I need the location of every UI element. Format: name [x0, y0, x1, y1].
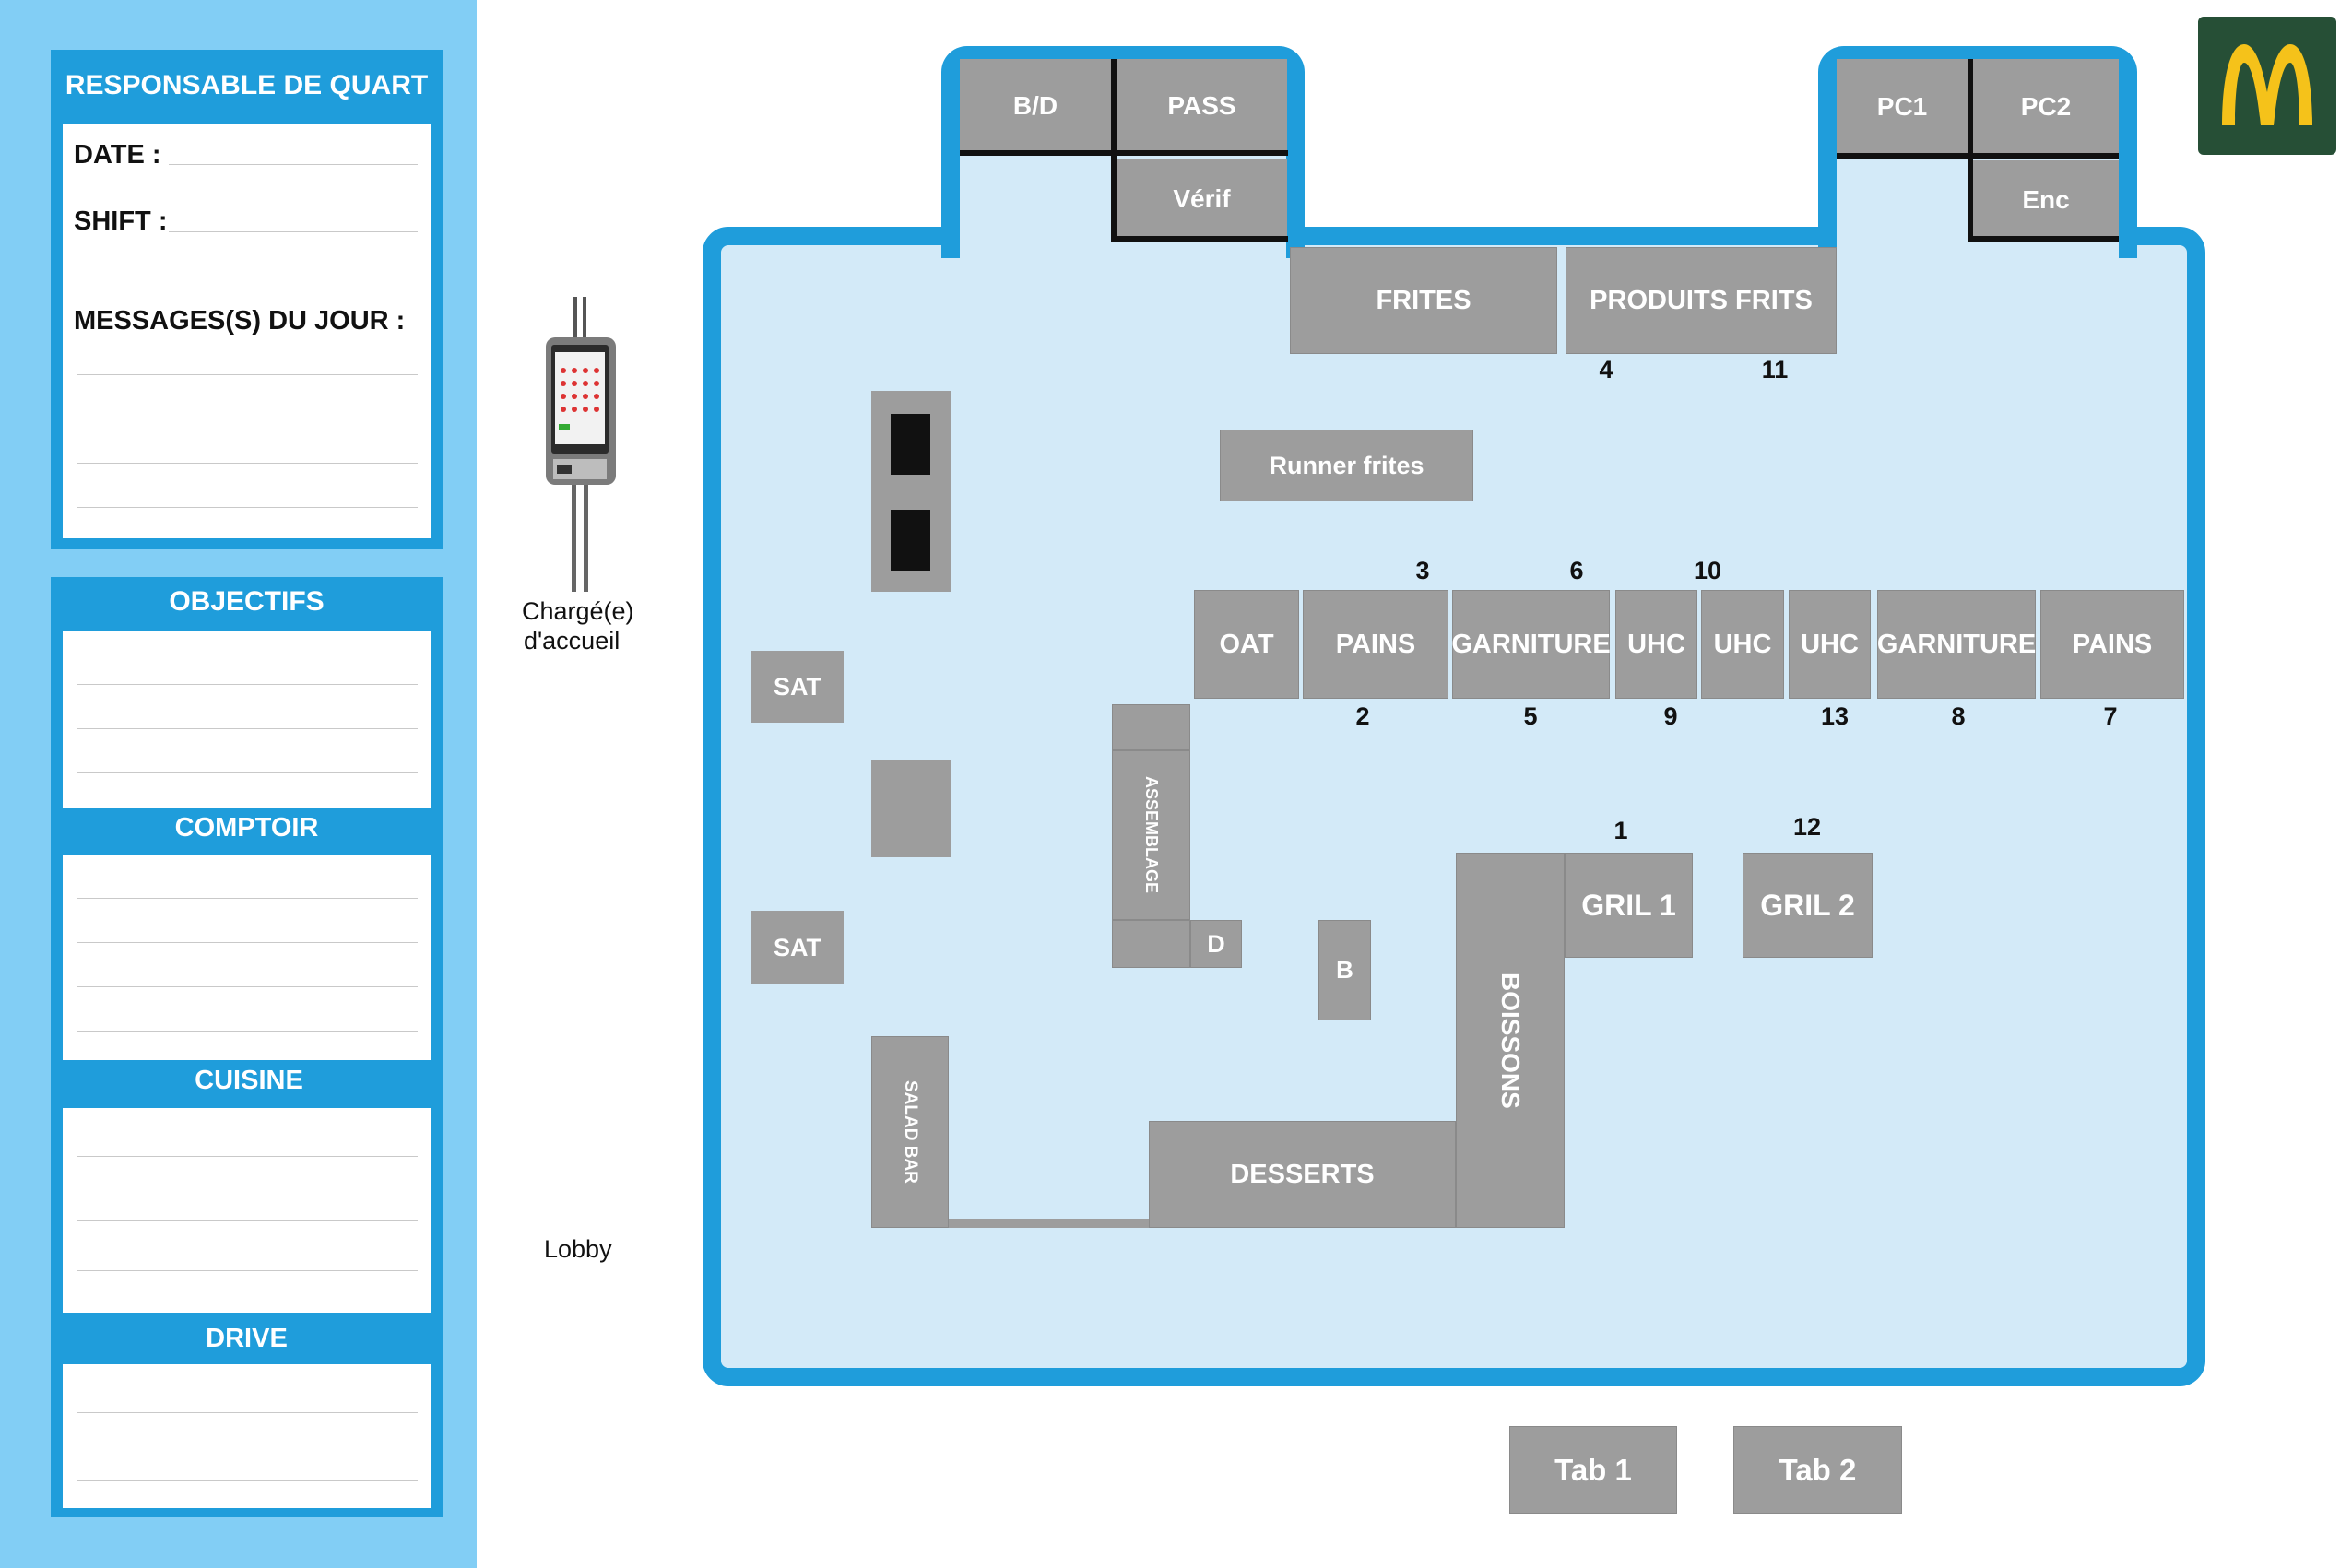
objectifs-title: OBJECTIFS — [169, 586, 325, 617]
messages-label: MESSAGES(S) DU JOUR : — [74, 306, 406, 336]
comptoir-title: COMPTOIR — [174, 813, 319, 843]
station-verif[interactable]: Vérif — [1117, 159, 1287, 240]
shift-label: SHIFT : — [74, 206, 168, 236]
tab-1-button[interactable]: Tab 1 — [1509, 1426, 1677, 1514]
position-2: 2 — [1355, 702, 1370, 730]
station-pass[interactable]: PASS — [1117, 59, 1287, 153]
kiosk-caption-line2: d'accueil — [524, 627, 621, 654]
responsable-title: RESPONSABLE DE QUART — [65, 70, 429, 100]
station-salad-bar[interactable]: SALAD BAR — [871, 1036, 949, 1228]
position-1: 1 — [1613, 817, 1628, 844]
golden-arches-icon — [2198, 17, 2336, 155]
cuisine-line[interactable] — [77, 1156, 418, 1157]
divider — [1968, 236, 2119, 242]
cuisine-body — [63, 1108, 431, 1313]
position-3: 3 — [1415, 557, 1430, 584]
tab-2-button[interactable]: Tab 2 — [1733, 1426, 1902, 1514]
responsable-panel: RESPONSABLE DE QUART DATE : SHIFT : MESS… — [51, 50, 443, 549]
position-7: 7 — [2103, 702, 2118, 730]
position-11: 11 — [1761, 356, 1789, 383]
station-boissons[interactable]: BOISSONS — [1456, 853, 1565, 1228]
station-pains-2[interactable]: PAINS — [2040, 590, 2184, 699]
station-b[interactable]: B — [1318, 920, 1371, 1020]
objectifs-line[interactable] — [77, 728, 418, 729]
station-desserts[interactable]: DESSERTS — [1149, 1121, 1456, 1228]
objectifs-line[interactable] — [77, 772, 418, 773]
station-sat-1[interactable]: SAT — [751, 651, 844, 723]
position-8: 8 — [1951, 702, 1966, 730]
position-4: 4 — [1599, 356, 1613, 383]
position-12: 12 — [1792, 813, 1822, 841]
divider — [960, 150, 1288, 156]
shift-field[interactable] — [169, 231, 418, 232]
station-gril-1[interactable]: GRIL 1 — [1565, 853, 1693, 958]
station-d[interactable]: D — [1190, 920, 1242, 968]
storage-unit — [871, 760, 951, 857]
comptoir-line[interactable] — [77, 898, 418, 899]
kiosk-caption-line1: Chargé(e) — [522, 597, 634, 625]
drive-line[interactable] — [77, 1480, 418, 1481]
drive-body — [63, 1364, 431, 1508]
position-10: 10 — [1693, 557, 1722, 584]
station-enc[interactable]: Enc — [1973, 160, 2119, 240]
cuisine-line[interactable] — [77, 1270, 418, 1271]
station-runner-frites[interactable]: Runner frites — [1220, 430, 1473, 501]
station-pc2[interactable]: PC2 — [1973, 59, 2119, 155]
station-pains-1[interactable]: PAINS — [1303, 590, 1448, 699]
divider — [1968, 59, 1973, 242]
station-bd[interactable]: B/D — [960, 59, 1111, 153]
self-order-kiosk-icon — [540, 297, 623, 592]
fryer-basket — [891, 414, 930, 475]
messages-line[interactable] — [77, 507, 418, 508]
station-gril-2[interactable]: GRIL 2 — [1743, 853, 1873, 958]
sidebar: RESPONSABLE DE QUART DATE : SHIFT : MESS… — [0, 0, 477, 1568]
drive-title: DRIVE — [206, 1324, 288, 1353]
counter-connector — [949, 1219, 1150, 1228]
divider — [1111, 236, 1288, 242]
station-uhc-2[interactable]: UHC — [1701, 590, 1784, 699]
station-sat-2[interactable]: SAT — [751, 911, 844, 984]
station-uhc-1[interactable]: UHC — [1615, 590, 1697, 699]
objectifs-line[interactable] — [77, 684, 418, 685]
objectifs-panel: OBJECTIFS COMPTOIR CUISINE DRIVE — [51, 577, 443, 1517]
position-5: 5 — [1523, 702, 1538, 730]
station-garniture-2[interactable]: GARNITURE — [1877, 590, 2036, 699]
assemblage-base — [1112, 920, 1190, 968]
drive-line[interactable] — [77, 1412, 418, 1413]
station-produits-frits[interactable]: PRODUITS FRITS — [1566, 247, 1837, 354]
assemblage-cap — [1112, 704, 1190, 750]
comptoir-line[interactable] — [77, 986, 418, 987]
objectifs-body — [63, 631, 431, 808]
station-boissons-label: BOISSONS — [1496, 972, 1525, 1109]
messages-line[interactable] — [77, 463, 418, 464]
station-frites[interactable]: FRITES — [1290, 247, 1557, 354]
lobby-label: Lobby — [544, 1235, 612, 1263]
comptoir-body — [63, 855, 431, 1060]
station-garniture-1[interactable]: GARNITURE — [1451, 590, 1611, 699]
station-assemblage[interactable]: ASSEMBLAGE — [1112, 750, 1190, 920]
comptoir-line[interactable] — [77, 1031, 418, 1032]
responsable-body: DATE : SHIFT : MESSAGES(S) DU JOUR : — [63, 124, 431, 538]
divider — [1837, 153, 2119, 159]
fryer-basket — [891, 510, 930, 571]
date-field[interactable] — [169, 164, 418, 165]
station-uhc-3[interactable]: UHC — [1789, 590, 1871, 699]
position-9: 9 — [1663, 702, 1678, 730]
date-label: DATE : — [74, 140, 161, 170]
position-13: 13 — [1820, 702, 1850, 730]
messages-line[interactable] — [77, 374, 418, 375]
cuisine-line[interactable] — [77, 1220, 418, 1221]
comptoir-line[interactable] — [77, 942, 418, 943]
station-pc1[interactable]: PC1 — [1837, 59, 1968, 155]
position-6: 6 — [1569, 557, 1584, 584]
cuisine-title: CUISINE — [195, 1066, 303, 1095]
station-oat[interactable]: OAT — [1194, 590, 1299, 699]
